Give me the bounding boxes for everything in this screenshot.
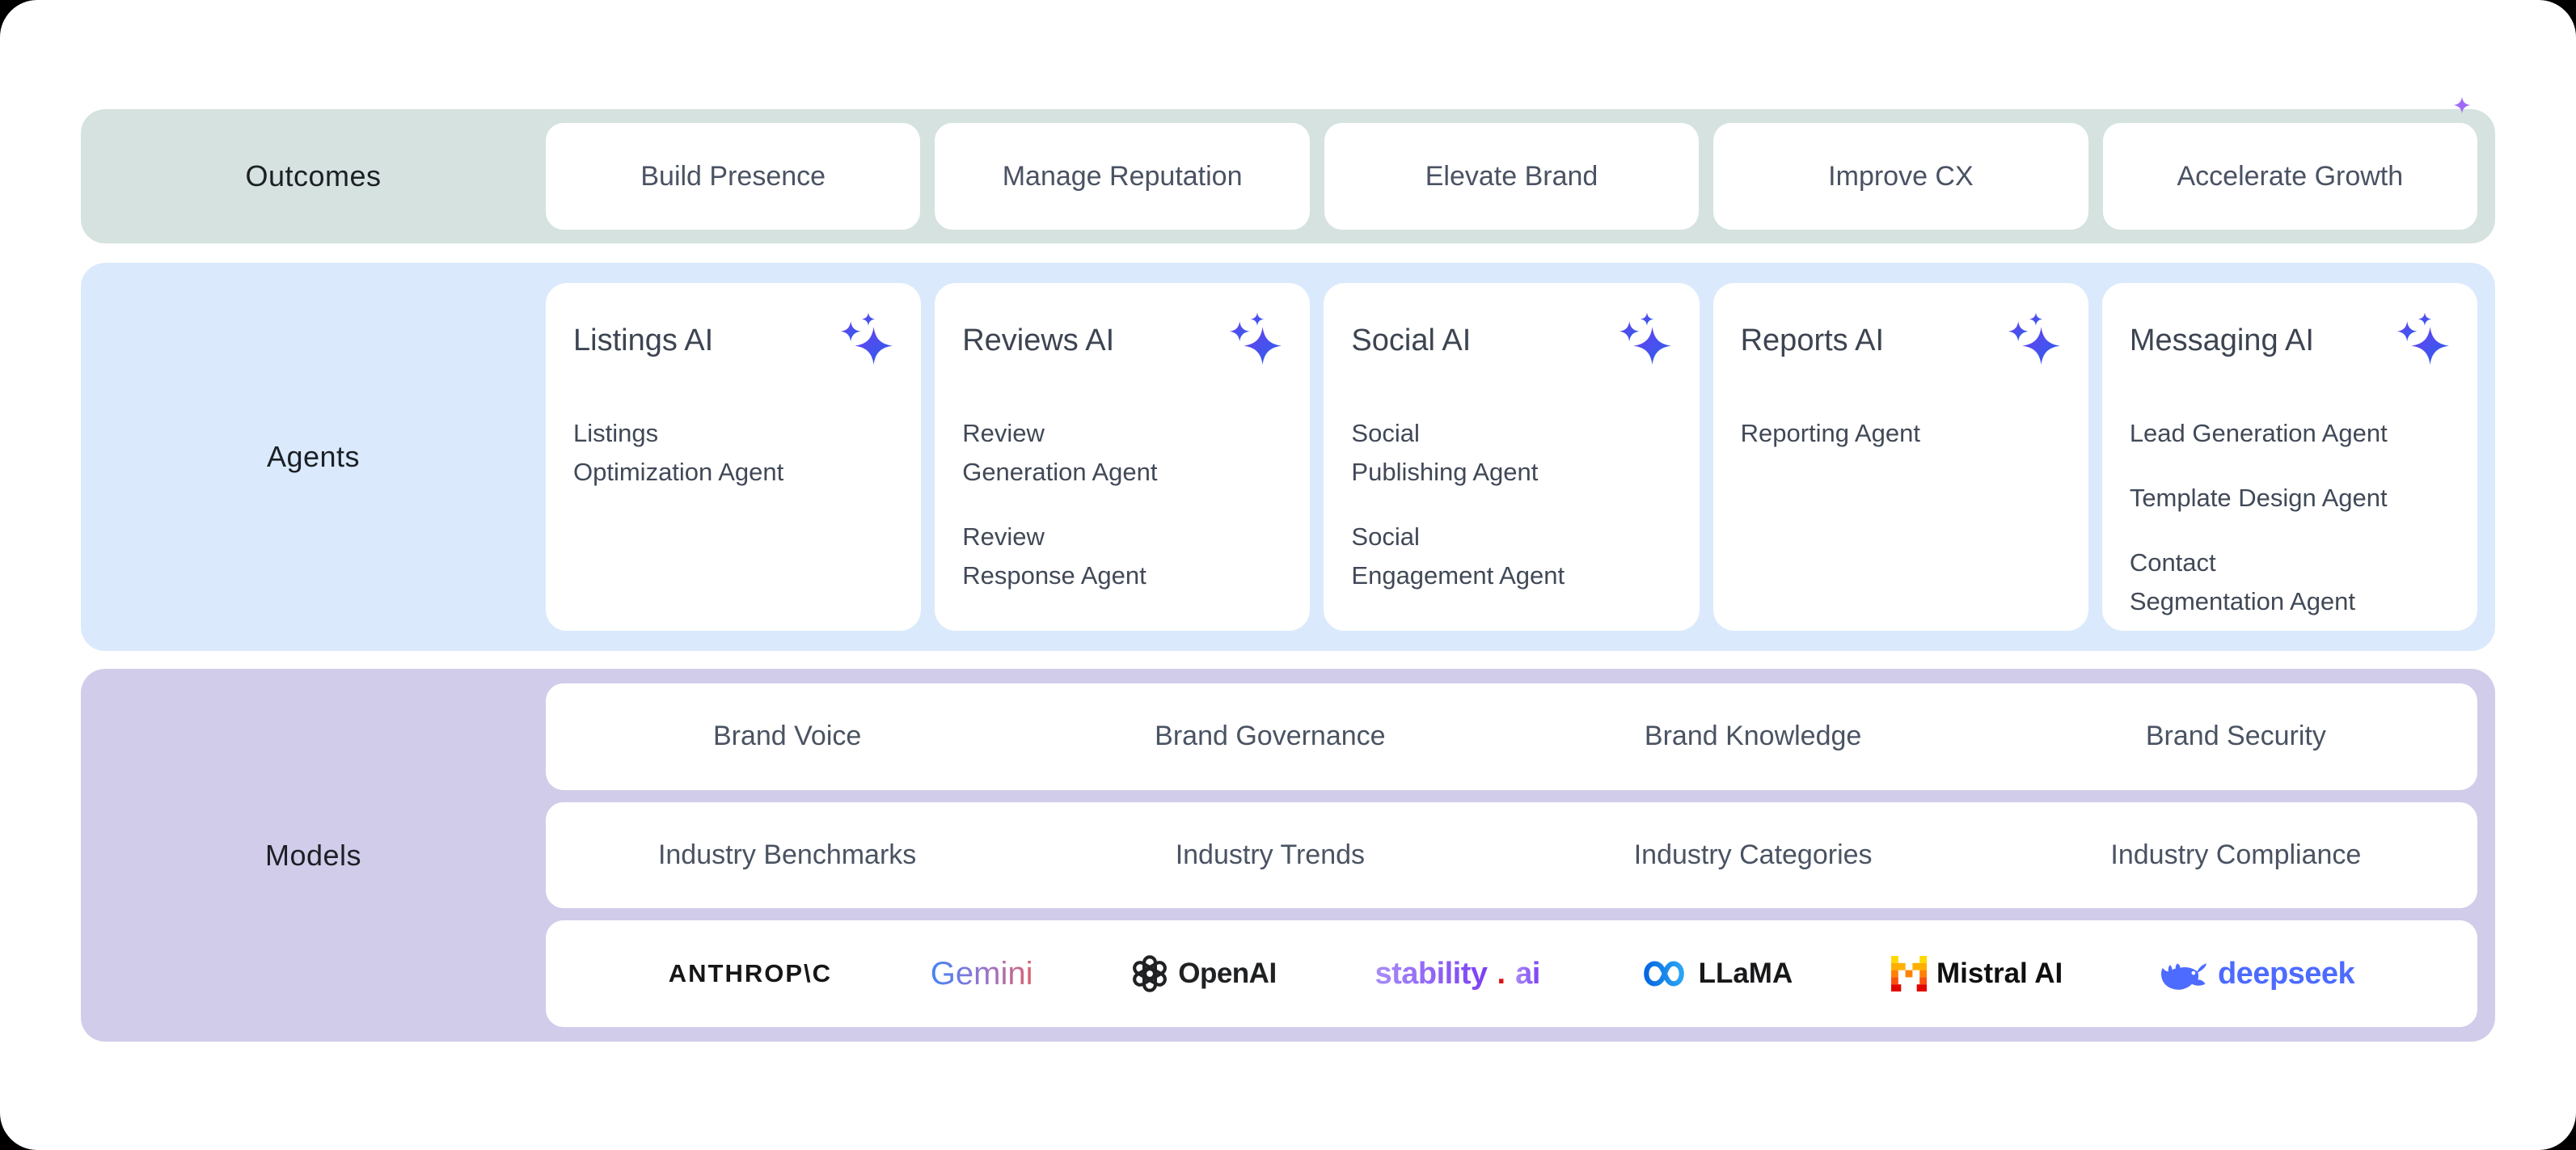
agent-card-listings-ai: Listings AI Listings Optimization Agent bbox=[546, 283, 922, 631]
provider-logos-row: ANTHROP\C Gemini bbox=[546, 96, 2477, 1028]
card-title: Reviews AI bbox=[962, 323, 1115, 357]
outcomes-label: Outcomes bbox=[245, 159, 382, 192]
gemini-star-icon bbox=[2453, 96, 2471, 114]
brand-models-row: Brand Voice Brand Governance Brand Knowl… bbox=[546, 683, 2477, 790]
model-cell-brand-governance: Brand Governance bbox=[1155, 721, 1386, 752]
card-head: Messaging AI bbox=[2130, 312, 2450, 366]
agent-list: Review Generation Agent Review Response … bbox=[962, 414, 1282, 595]
gemini-wordmark: Gemini bbox=[930, 955, 1033, 991]
openai-logo: OpenAI bbox=[1131, 955, 1277, 992]
mistral-ai-logo: Mistral AI bbox=[1890, 956, 2063, 992]
openai-wordmark: OpenAI bbox=[1178, 958, 1277, 990]
model-cell-industry-trends: Industry Trends bbox=[1175, 839, 1366, 870]
model-cell-industry-compliance: Industry Compliance bbox=[2110, 839, 2362, 870]
agent-item: Social Engagement Agent bbox=[1351, 522, 1565, 590]
deepseek-logo: deepseek bbox=[2160, 956, 2355, 991]
mistral-wordmark: Mistral AI bbox=[1936, 958, 2063, 990]
stability-dot: . bbox=[1497, 956, 1506, 991]
stability-ai-logo: stability. ai bbox=[1375, 956, 1540, 991]
agent-list: Reporting Agent bbox=[1741, 414, 2061, 453]
sparkles-icon bbox=[2397, 312, 2450, 366]
meta-infinity-icon bbox=[1643, 961, 1684, 987]
card-title: Listings AI bbox=[573, 323, 714, 357]
agent-card-messaging-ai: Messaging AI Lead Generation Agent Templ… bbox=[2101, 283, 2478, 631]
bands-container: Outcomes Build Presence Manage Reputatio… bbox=[81, 96, 2495, 1042]
agents-label-col: Agents bbox=[81, 263, 546, 651]
model-cell-industry-categories: Industry Categories bbox=[1633, 839, 1873, 870]
model-rows: Brand Voice Brand Governance Brand Knowl… bbox=[546, 96, 2495, 1042]
agent-item: Review Generation Agent bbox=[962, 419, 1158, 487]
deepseek-wordmark: deepseek bbox=[2217, 956, 2355, 991]
outcome-chip-accelerate-growth: Accelerate Growth bbox=[2102, 123, 2478, 230]
industry-models-row: Industry Benchmarks Industry Trends Indu… bbox=[546, 801, 2477, 909]
agent-item: Social Publishing Agent bbox=[1351, 419, 1539, 487]
outcome-chip-elevate-brand: Elevate Brand bbox=[1324, 123, 1700, 230]
agent-item: Lead Generation Agent bbox=[2129, 419, 2388, 447]
model-cell-brand-knowledge: Brand Knowledge bbox=[1644, 721, 1862, 752]
agent-card-social-ai: Social AI Social Publishing Agent Social… bbox=[1324, 283, 1700, 631]
outcome-chip-build-presence: Build Presence bbox=[546, 123, 921, 230]
outcome-chip-improve-cx: Improve CX bbox=[1713, 123, 2088, 230]
card-title: Reports AI bbox=[1740, 323, 1885, 357]
stability-tld: ai bbox=[1515, 956, 1540, 991]
agents-label: Agents bbox=[266, 440, 361, 473]
card-head: Reports AI bbox=[1741, 312, 2061, 366]
agent-item: Template Design Agent bbox=[2129, 484, 2388, 513]
deepseek-whale-icon bbox=[2160, 963, 2207, 990]
sparkles-icon bbox=[1619, 312, 1672, 366]
gemini-logo: Gemini bbox=[930, 96, 2471, 992]
agent-card-reviews-ai: Reviews AI Review Generation Agent Revie… bbox=[935, 283, 1311, 631]
agent-list: Listings Optimization Agent bbox=[573, 414, 893, 492]
sparkles-icon bbox=[2008, 312, 2061, 366]
agent-item: Review Response Agent bbox=[962, 522, 1147, 590]
outcomes-label-col: Outcomes bbox=[81, 109, 546, 243]
models-label-col: Models bbox=[81, 669, 546, 1042]
agent-item: Listings Optimization Agent bbox=[573, 419, 784, 487]
anthropic-logo: ANTHROP\C bbox=[669, 959, 832, 988]
openai-knot-icon bbox=[1133, 955, 1168, 992]
sparkles-icon bbox=[1229, 312, 1282, 366]
mistral-pixel-m-icon bbox=[1890, 956, 1927, 992]
agent-item: Reporting Agent bbox=[1740, 419, 1920, 447]
card-head: Social AI bbox=[1351, 312, 1671, 366]
agent-card-reports-ai: Reports AI Reporting Agent bbox=[1712, 283, 2088, 631]
model-cell-industry-benchmarks: Industry Benchmarks bbox=[657, 839, 917, 870]
outcomes-band: Outcomes Build Presence Manage Reputatio… bbox=[81, 109, 2495, 243]
models-label: Models bbox=[264, 838, 362, 872]
model-cell-brand-security: Brand Security bbox=[2145, 721, 2326, 752]
sparkles-icon bbox=[840, 312, 893, 366]
model-cell-brand-voice: Brand Voice bbox=[712, 721, 862, 752]
stability-wordmark: stability bbox=[1375, 956, 1488, 991]
agent-list: Lead Generation Agent Template Design Ag… bbox=[2130, 414, 2450, 621]
agent-item: Contact Segmentation Agent bbox=[2129, 548, 2356, 616]
card-head: Reviews AI bbox=[962, 312, 1282, 366]
card-title: Social AI bbox=[1351, 323, 1472, 357]
card-title: Messaging AI bbox=[2129, 323, 2314, 357]
outcome-chip-manage-reputation: Manage Reputation bbox=[935, 123, 1310, 230]
agents-band: Agents Listings AI Listings Optimization… bbox=[81, 263, 2495, 651]
outcomes-chip-row: Build Presence Manage Reputation Elevate… bbox=[546, 109, 2495, 243]
agent-list: Social Publishing Agent Social Engagemen… bbox=[1351, 414, 1671, 595]
llama-wordmark: LLaMA bbox=[1698, 958, 1793, 990]
card-head: Listings AI bbox=[573, 312, 893, 366]
agent-cards-row: Listings AI Listings Optimization Agent … bbox=[546, 263, 2495, 651]
anthropic-wordmark: ANTHROP\C bbox=[668, 959, 833, 988]
models-band: Models Brand Voice Brand Governance Bran… bbox=[81, 96, 2495, 1042]
llama-logo: LLaMA bbox=[1639, 958, 1793, 990]
